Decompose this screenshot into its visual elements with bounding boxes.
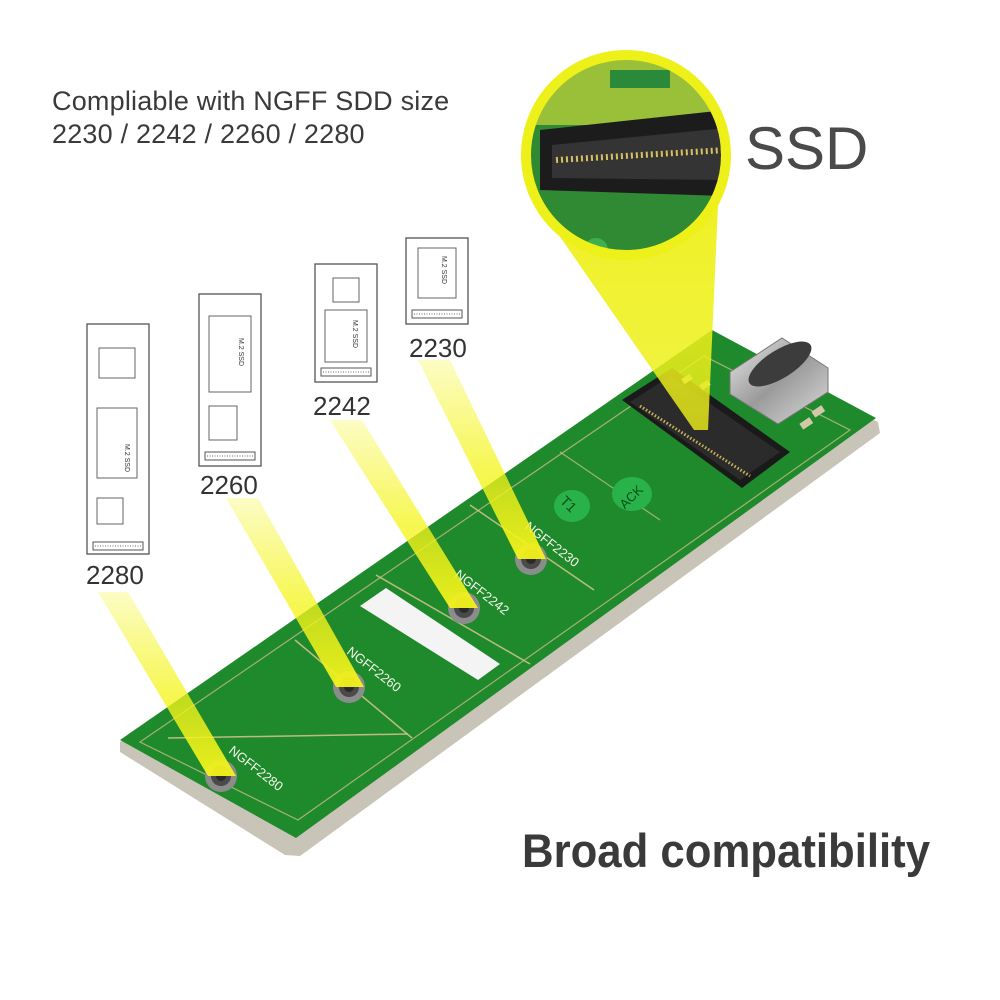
usb-c-port	[729, 337, 829, 425]
board-cutout	[360, 588, 500, 680]
magnifier-lens	[521, 50, 731, 260]
module-label-2242: M.2 SSD	[351, 320, 358, 348]
status-leds: T1 ACK	[554, 477, 652, 522]
module-label-2230: M.2 SSD	[440, 256, 447, 284]
intro-line-1: Compliable with NGFF SDD size	[52, 86, 450, 116]
size-label-2230: 2230	[409, 333, 467, 363]
size-label-2280: 2280	[86, 560, 144, 590]
headline: Broad compatibility	[522, 824, 931, 877]
size-label-2260: 2260	[200, 470, 258, 500]
module-label-2260: M.2 SSD	[237, 338, 244, 366]
intro-line-2: 2230 / 2242 / 2260 / 2280	[52, 119, 365, 149]
m2-module-2242: M.2 SSD	[314, 263, 378, 383]
highlight-beams	[98, 205, 718, 776]
size-label-2242: 2242	[313, 391, 371, 421]
m2-module-2260: M.2 SSD	[198, 293, 262, 467]
module-label-2280: M.2 SSD	[123, 444, 130, 472]
m2-module-2280: M.2 SSD	[86, 323, 150, 555]
ssd-label: SSD	[745, 115, 869, 182]
m2-module-2230: M.2 SSD	[405, 237, 469, 325]
